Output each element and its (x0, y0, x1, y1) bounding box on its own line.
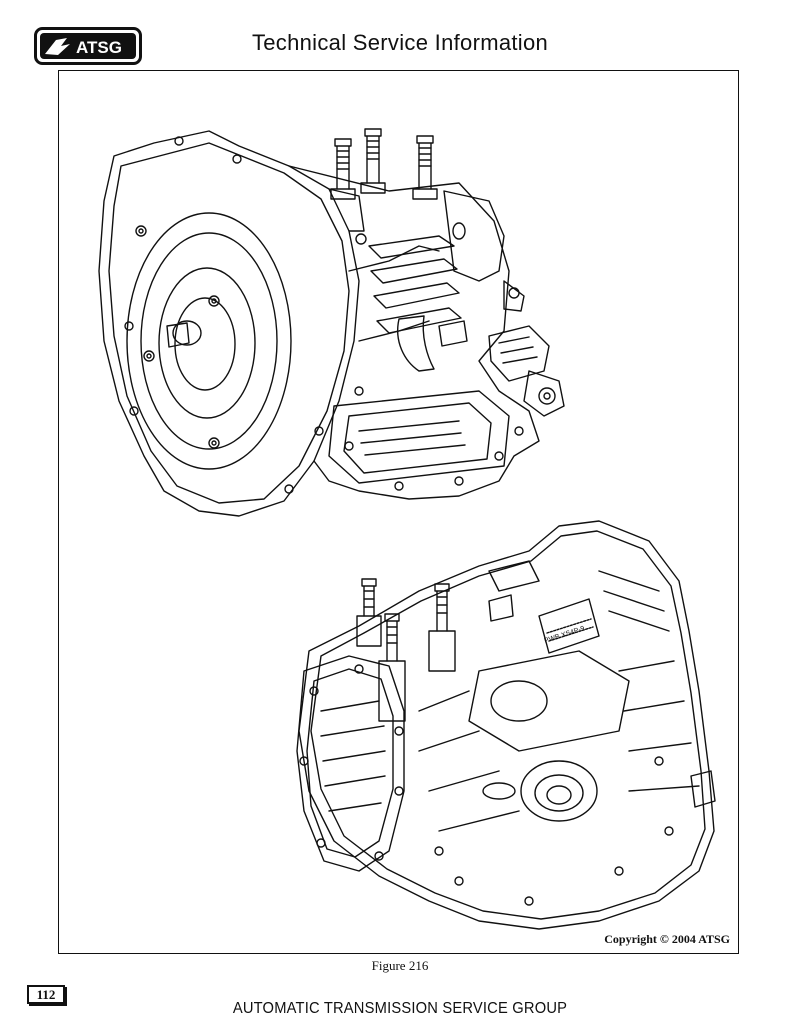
page-title: Technical Service Information (251, 30, 549, 55)
transmission-illustration: PWB XS4P-9 (98, 128, 716, 930)
figure-caption: Figure 216 (371, 958, 429, 973)
page-number-box: 112 (27, 985, 65, 1004)
atsg-logo: ATSG (34, 27, 142, 65)
svg-text:ATSG: ATSG (76, 38, 122, 57)
footer-organization: AUTOMATIC TRANSMISSION SERVICE GROUP (232, 1000, 568, 1017)
id-label-plate (538, 598, 600, 654)
copyright-notice: Copyright © 2004 ATSG (604, 932, 730, 946)
figure-frame: PWB XS4P-9 Copyright © 2004 ATSG (58, 70, 739, 954)
transmission-top-view (98, 128, 565, 517)
transmission-bottom-view (296, 520, 716, 930)
